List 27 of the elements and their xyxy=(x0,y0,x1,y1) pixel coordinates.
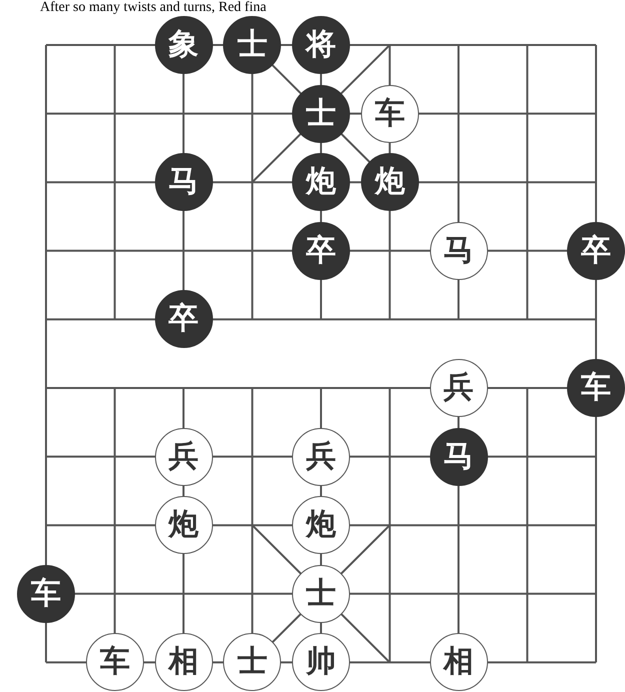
chess-piece: 卒 xyxy=(292,222,350,280)
chess-piece: 士 xyxy=(223,633,282,692)
chess-piece: 兵 xyxy=(292,428,350,486)
chess-piece: 炮 xyxy=(292,153,350,212)
caption-text: After so many twists and turns, Red fina xyxy=(40,0,266,15)
chess-piece: 相 xyxy=(430,633,488,692)
chess-piece: 车 xyxy=(17,564,75,623)
chess-piece: 炮 xyxy=(292,496,350,554)
chess-piece: 相 xyxy=(154,633,212,692)
chess-piece: 士 xyxy=(292,564,350,623)
chess-piece: 马 xyxy=(430,428,488,486)
chess-piece: 马 xyxy=(430,222,488,280)
chess-piece: 卒 xyxy=(154,290,212,348)
chess-piece: 兵 xyxy=(154,428,212,486)
chess-piece: 士 xyxy=(223,16,282,74)
chess-piece: 炮 xyxy=(154,496,212,554)
chess-piece: 车 xyxy=(86,633,144,692)
chess-piece: 象 xyxy=(154,16,212,74)
chess-piece: 车 xyxy=(567,359,625,417)
chess-piece: 马 xyxy=(154,153,212,212)
chess-piece: 将 xyxy=(292,16,350,74)
chess-piece: 兵 xyxy=(430,359,488,417)
chess-piece: 车 xyxy=(360,84,419,143)
chess-piece: 炮 xyxy=(360,153,419,212)
chess-piece: 帅 xyxy=(292,633,350,692)
chess-piece: 士 xyxy=(292,84,350,143)
chess-piece: 卒 xyxy=(567,222,625,280)
